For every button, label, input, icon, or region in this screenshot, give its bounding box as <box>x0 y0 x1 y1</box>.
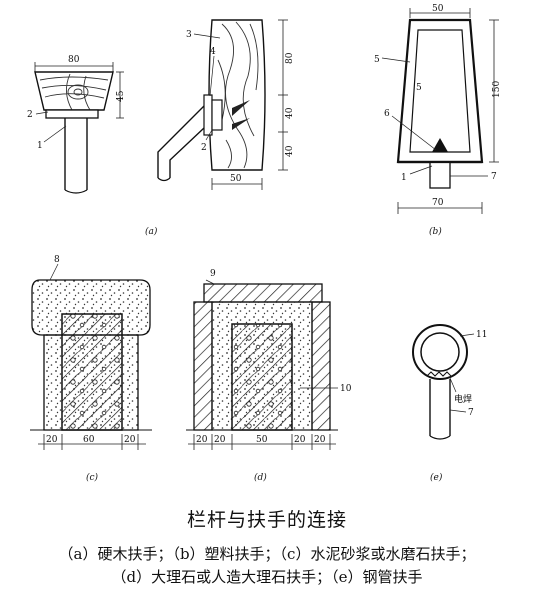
dim-a-width: 80 <box>68 55 80 65</box>
dim-d-left2: 20 <box>214 435 226 445</box>
callout-e-11: 11 <box>476 330 487 340</box>
callout-c-8: 8 <box>54 255 60 265</box>
callout-a-3: 3 <box>186 30 192 40</box>
dim-d-right1: 20 <box>294 435 306 445</box>
dim-c-mid: 60 <box>83 435 95 445</box>
callout-b-5: 5 <box>374 55 380 65</box>
callout-b-1: 1 <box>401 173 407 183</box>
dim-b-bottom: 70 <box>432 198 444 208</box>
callout-d-10: 10 <box>340 384 352 394</box>
label-c: (c) <box>86 472 99 483</box>
handrail-connection-figure: 80 45 2 1 80 4 <box>27 4 502 483</box>
label-a: (a) <box>145 226 158 237</box>
callout-a-4: 4 <box>210 47 216 57</box>
callout-e-7: 7 <box>468 408 474 418</box>
callout-a-2b: 2 <box>201 143 207 153</box>
diagram-d-marble: 9 10 20 20 50 20 20 (d) <box>186 269 352 483</box>
callout-b-6: 6 <box>384 109 390 119</box>
diagram-e-steel-pipe: 11 电焊 7 (e) <box>412 324 487 483</box>
diagram-a-hardwood: 80 45 2 1 80 4 <box>27 19 295 237</box>
dim-b-height: 150 <box>492 81 502 98</box>
callout-a-2: 2 <box>27 110 33 120</box>
dim-d-right2: 20 <box>314 435 326 445</box>
dim-d-mid: 50 <box>256 435 268 445</box>
dim-c-right: 20 <box>124 435 136 445</box>
dim-a-right-bot: 40 <box>285 145 295 157</box>
dim-a-height: 45 <box>116 90 126 102</box>
dim-a-right-mid: 40 <box>285 107 295 119</box>
callout-a-1: 1 <box>37 141 43 151</box>
dim-a-bottom: 50 <box>230 174 242 184</box>
dim-b-top: 50 <box>432 4 444 14</box>
callout-b-7: 7 <box>491 172 497 182</box>
dim-d-left1: 20 <box>196 435 208 445</box>
label-d: (d) <box>254 472 267 483</box>
callout-d-9: 9 <box>210 269 216 279</box>
figure-title: 栏杆与扶手的连接 <box>186 509 347 531</box>
diagram-b-plastic: 50 150 70 5 5 6 1 7 (b) <box>374 4 502 237</box>
caption-line-1: （a）硬木扶手；（b）塑料扶手；（c）水泥砂浆或水磨石扶手； <box>58 545 476 563</box>
caption-line-2: （d）大理石或人造大理石扶手；（e）钢管扶手 <box>111 568 423 586</box>
label-e: (e) <box>430 472 443 483</box>
callout-e-weld: 电焊 <box>454 393 472 405</box>
label-b: (b) <box>429 226 442 237</box>
dim-b-inner: 5 <box>416 83 422 93</box>
dim-a-right-top: 80 <box>285 52 295 64</box>
diagram-c-mortar: 8 20 60 20 (c) <box>30 255 152 483</box>
dim-c-left: 20 <box>46 435 58 445</box>
